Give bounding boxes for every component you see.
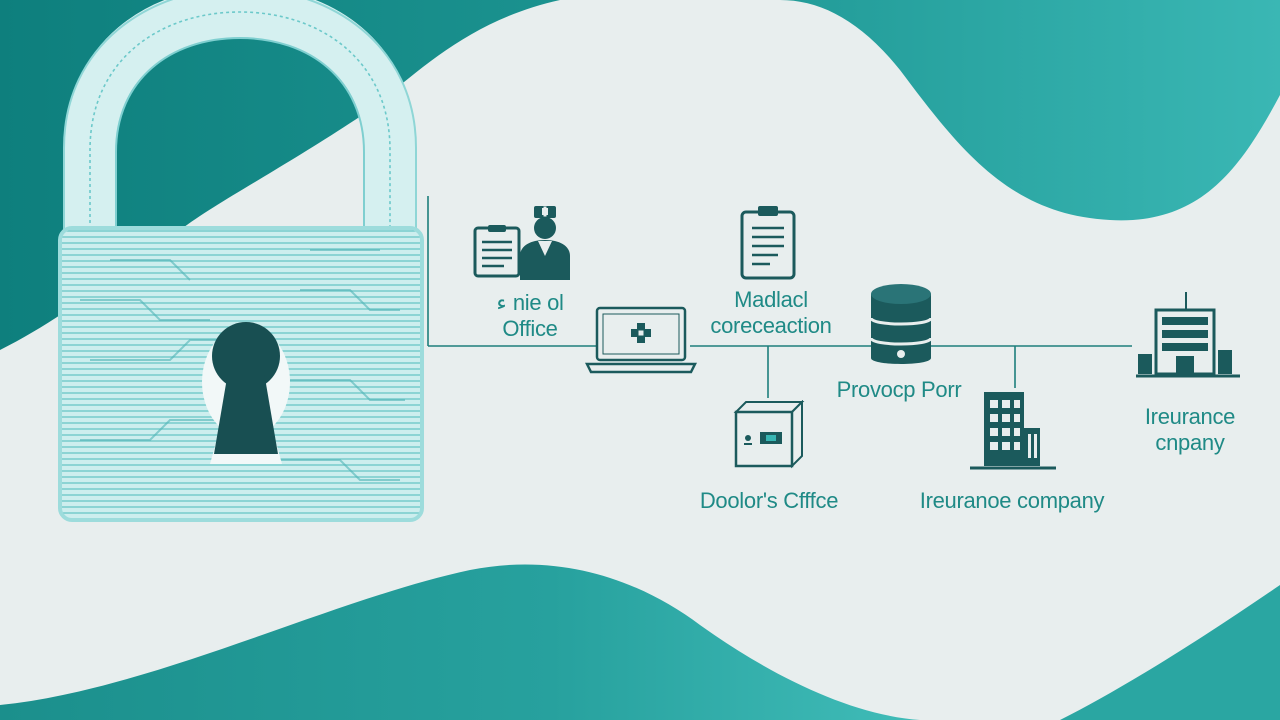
label-office-line1: ء nie ol — [496, 290, 564, 315]
clipboard-icon — [473, 225, 521, 278]
label-medical: Madlacl coreceaction — [696, 287, 846, 339]
clipboard-icon — [740, 206, 796, 280]
label-insurance-right: Ireurance cnpany — [1120, 404, 1260, 456]
label-insurance-company: Ireuranoe company — [919, 488, 1105, 513]
wave-top — [0, 0, 1280, 350]
wave-bottom — [0, 564, 920, 720]
label-office-line2: Office — [502, 316, 558, 341]
database-icon — [869, 284, 933, 364]
label-doctors-office: Doolor's Cfffce — [699, 488, 839, 513]
medical-box-icon — [733, 400, 805, 469]
laptop-medical-icon — [585, 306, 697, 374]
label-insurance-right-line2: cnpany — [1155, 430, 1225, 455]
doctor-icon — [520, 206, 570, 280]
label-medical-line1: Madlacl — [734, 287, 808, 312]
building-icon — [970, 392, 1056, 470]
label-insurance-right-line1: Ireurance — [1144, 404, 1236, 429]
label-provider-portal: Provocp Porr — [836, 377, 962, 402]
wave-bottom-right — [1060, 585, 1280, 720]
keyhole-icon — [212, 322, 280, 454]
label-medical-line2: coreceaction — [710, 313, 832, 338]
label-office: ء nie ol Office — [470, 290, 590, 342]
padlock-icon — [58, 0, 424, 522]
building-icon — [1136, 292, 1240, 378]
